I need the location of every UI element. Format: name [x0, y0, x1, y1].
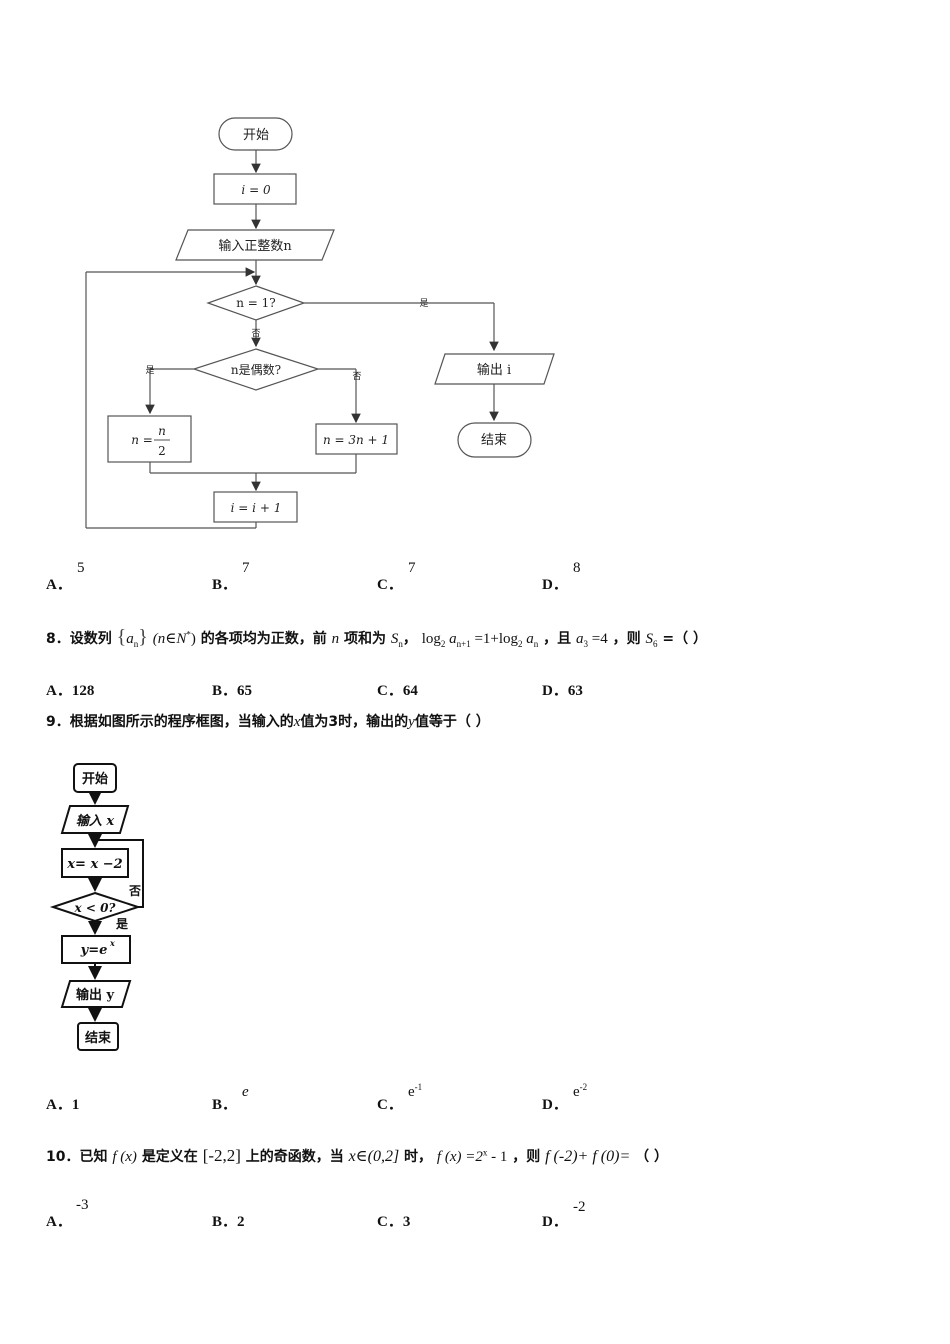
flow2-assign-text: x= x −2 — [66, 857, 122, 872]
q10-option-a-value: -3 — [76, 1197, 89, 1213]
q8-option-c: C．64 — [377, 683, 418, 699]
flow2-calc-sup: x — [109, 938, 115, 948]
q10-stem: 10．已知 f (x) 是定义在 [-2,2] 上的奇函数，当 x∈(0,2] … — [46, 1146, 668, 1165]
q7-option-a-label: A． — [46, 577, 72, 593]
q8-text-5: ，则 — [612, 631, 641, 647]
q10-option-b: B．2 — [212, 1214, 245, 1230]
flow1-end-box — [457, 422, 532, 458]
q7-option-b-value: 7 — [242, 560, 250, 576]
flow1-init-box — [213, 173, 297, 205]
q10-option-c: C．3 — [377, 1214, 411, 1230]
q9-option-d-value: e-2 — [573, 1082, 588, 1100]
q8-brace-right: } — [138, 626, 148, 648]
q8-seq: a — [126, 631, 134, 647]
q9-number: 9． — [46, 714, 70, 730]
q7-option-a-value: 5 — [77, 560, 85, 576]
q8-text-3: 项和为 — [343, 631, 386, 647]
q10-option-d-label: D． — [542, 1214, 568, 1230]
flow2-end-box — [77, 1022, 119, 1051]
q8-option-b: B．65 — [212, 683, 253, 699]
flow1-odd-text: n = 3n + 1 — [323, 433, 389, 447]
flow1-incr-text: i = i + 1 — [231, 501, 282, 515]
flow1-output-text: 输出 i — [477, 362, 511, 378]
flow2-input-box — [60, 805, 130, 834]
flow1-cond2-text: n是偶数? — [231, 362, 281, 377]
q9-option-d-label: D． — [542, 1097, 568, 1113]
flow2-cond-text: x < 0? — [74, 901, 117, 915]
flow2-output-box — [60, 980, 132, 1008]
flow1-cond1-no: 否 — [251, 328, 260, 339]
q8-cond: (n∈N — [152, 631, 187, 647]
flow2-yes-label: 是 — [115, 917, 129, 931]
flow1-cond2-yes: 是 — [145, 365, 154, 376]
flow2-calc-text: y=e — [80, 943, 108, 958]
q9-option-a: A．1 — [46, 1097, 80, 1113]
q9-option-b-label: B． — [212, 1097, 238, 1113]
q8-text-4: ，且 — [543, 631, 572, 647]
flowchart-1: 开始 i = 0 输入正整数n n = 1? 是 否 n是偶数? 是 否 n =… — [85, 117, 555, 529]
q9-stem: 9．根据如图所示的程序框图，当输入的x值为3时，输出的y值等于（ ） — [46, 714, 490, 730]
flow1-input-text: 输入正整数n — [218, 238, 292, 254]
q8-stem: 8．设数列 {an} (n∈N*) 的各项均为正数，前 n 项和为 Sn， lo… — [46, 626, 707, 649]
flow1-even-lhs: n = — [131, 433, 153, 447]
flow1-even-num: n — [158, 424, 166, 438]
flow1-cond1-text: n = 1? — [236, 296, 275, 310]
q9-option-b-value: e — [242, 1084, 249, 1100]
flow1-end-text: 结束 — [481, 433, 507, 448]
flow1-cond2-no: 否 — [352, 371, 361, 382]
q7-option-c-label: C． — [377, 577, 403, 593]
q9-option-c-label: C． — [377, 1097, 403, 1113]
flow2-start-text: 开始 — [82, 771, 108, 787]
q8-option-a: A．128 — [46, 683, 95, 699]
flow2-input-text: 输入 x — [76, 813, 115, 829]
q7-option-c-value: 7 — [408, 560, 416, 576]
q10-option-d-value: -2 — [573, 1199, 586, 1215]
q10-option-a-label: A． — [46, 1214, 72, 1230]
q8-number: 8． — [46, 631, 70, 647]
flow1-output-box — [434, 353, 555, 385]
flow1-even-den: 2 — [158, 444, 166, 458]
q8-brace-left: { — [116, 626, 127, 648]
flow2-output-text: 输出 y — [76, 987, 115, 1003]
q10-number: 10． — [46, 1149, 80, 1165]
q8-text-1: 设数列 — [69, 631, 112, 647]
flow1-init-text: i = 0 — [241, 183, 271, 197]
flow1-start-text: 开始 — [243, 128, 269, 143]
q7-option-b-label: B． — [212, 577, 238, 593]
q8-log-eq: log2 an+1 =1+log2 an — [421, 631, 539, 649]
q7-option-d-value: 8 — [573, 560, 581, 576]
flow2-no-label: 否 — [128, 884, 141, 898]
q7-option-d-label: D． — [542, 577, 568, 593]
flow2-end-text: 结束 — [85, 1030, 112, 1046]
flow1-input-box — [175, 229, 335, 261]
flowchart-2: 开始 输入 x x= x −2 x < 0? 否 是 y=e x 输出 y 结束 — [49, 763, 144, 1051]
q8-text-2: 的各项均为正数，前 — [200, 631, 327, 647]
flow1-cond2-diamond — [192, 348, 320, 391]
q9-option-c-value: e-1 — [408, 1082, 423, 1100]
q8-option-d: D．63 — [542, 683, 583, 699]
flow1-cond1-yes: 是 — [419, 298, 428, 309]
